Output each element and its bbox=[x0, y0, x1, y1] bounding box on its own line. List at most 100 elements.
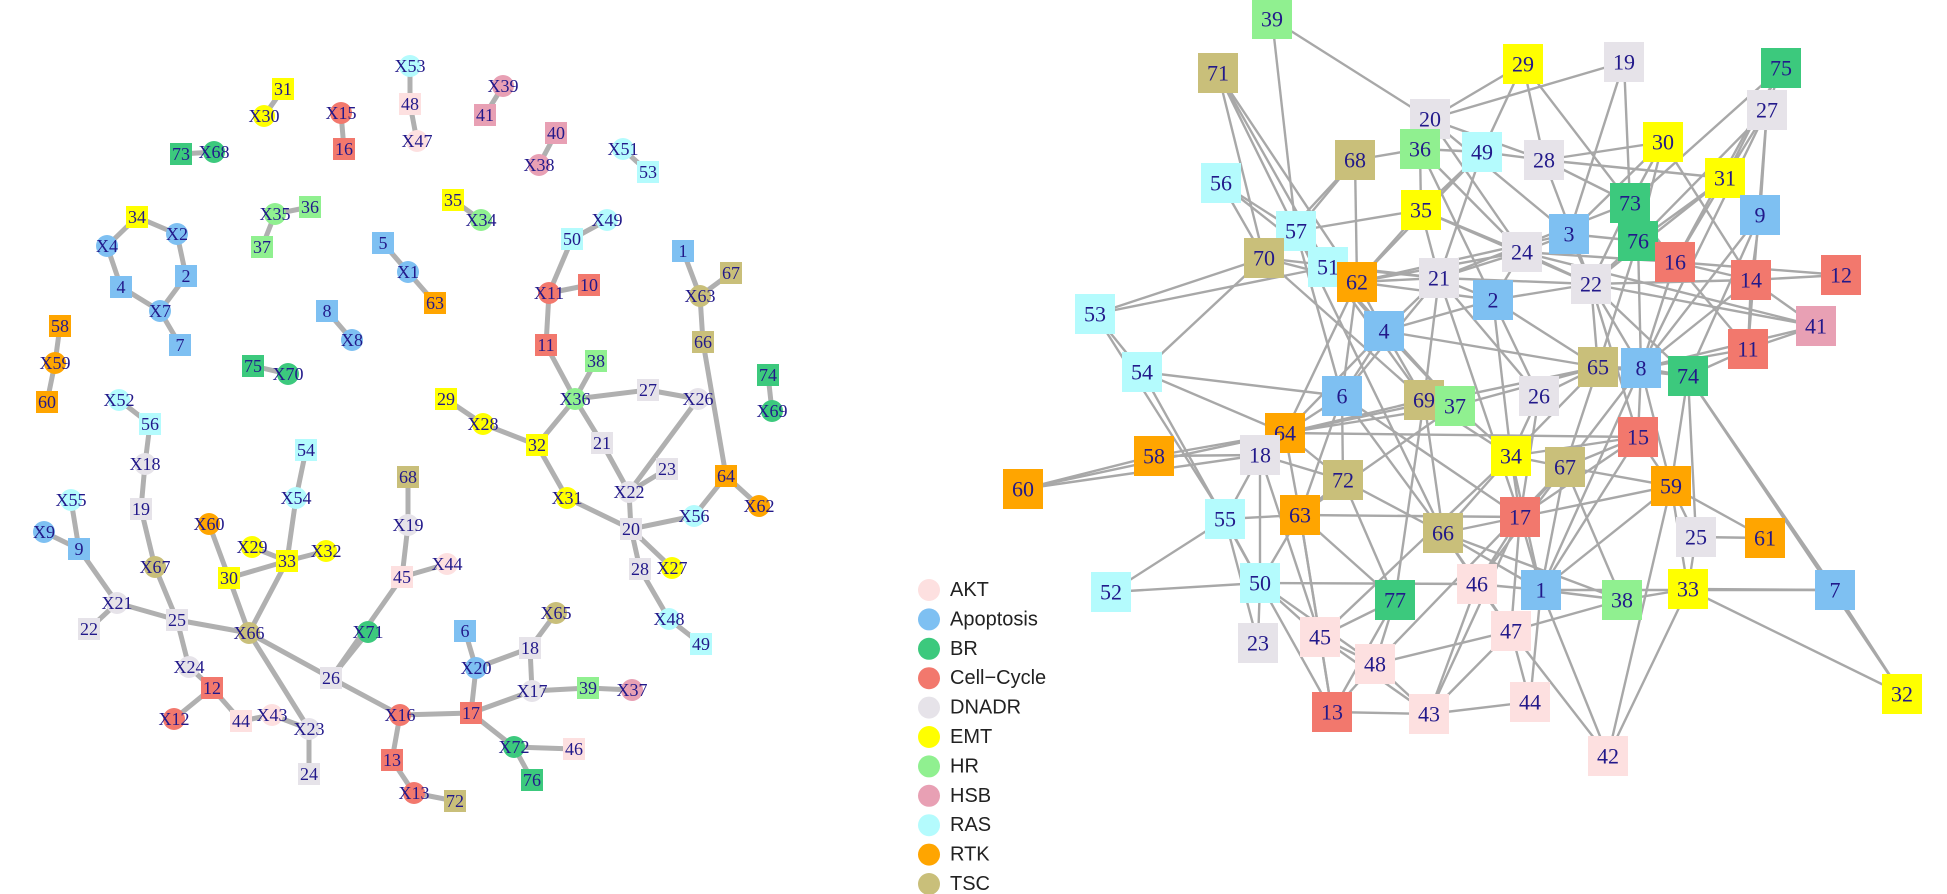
right-edge-21-22 bbox=[1438, 276, 1592, 286]
right-edge-2-34 bbox=[1491, 299, 1513, 457]
right-node-marker bbox=[1457, 564, 1497, 604]
left-node-marker bbox=[444, 790, 466, 812]
right-node-label: 4 bbox=[1379, 319, 1390, 344]
right-node-label: 58 bbox=[1143, 444, 1165, 469]
left-node-marker bbox=[454, 620, 476, 642]
right-node-marker bbox=[1409, 694, 1449, 734]
right-node-label: 55 bbox=[1214, 507, 1236, 532]
right-edge-47-48 bbox=[1374, 629, 1512, 666]
right-node-marker bbox=[1618, 417, 1658, 457]
right-node-17: 17 bbox=[1500, 497, 1540, 537]
left-node-x4: X4 bbox=[96, 235, 118, 257]
left-node-marker bbox=[435, 388, 457, 410]
right-node-marker bbox=[1491, 611, 1531, 651]
left-node-66: 66 bbox=[692, 331, 714, 353]
left-node-33: 33 bbox=[276, 550, 298, 572]
left-node-marker bbox=[130, 498, 152, 520]
right-node-marker bbox=[1821, 255, 1861, 295]
left-node-marker bbox=[521, 769, 543, 791]
right-node-label: 1 bbox=[1536, 578, 1547, 603]
right-node-1: 1 bbox=[1521, 570, 1561, 610]
left-node-18: 18 bbox=[519, 637, 541, 659]
left-node-x34: X34 bbox=[466, 209, 497, 231]
left-node-46: 46 bbox=[563, 738, 585, 760]
left-node-label: 76 bbox=[523, 770, 541, 790]
right-node-label: 37 bbox=[1444, 394, 1466, 419]
left-edge-x66-26 bbox=[246, 630, 334, 681]
left-node-label: 24 bbox=[300, 764, 318, 784]
legend-swatch bbox=[918, 667, 940, 690]
right-node-70: 70 bbox=[1244, 238, 1284, 278]
right-node-label: 59 bbox=[1660, 474, 1682, 499]
right-node-marker bbox=[1122, 352, 1162, 392]
left-node-marker bbox=[341, 329, 363, 351]
right-node-label: 63 bbox=[1289, 503, 1311, 528]
left-node-marker bbox=[78, 618, 100, 640]
right-node-marker bbox=[1462, 132, 1502, 172]
left-node-60: 60 bbox=[36, 391, 58, 413]
left-node-marker bbox=[399, 55, 421, 77]
legend-label: DNADR bbox=[950, 697, 1021, 719]
right-node-marker bbox=[1604, 42, 1644, 82]
left-node-marker bbox=[661, 557, 683, 579]
left-edge-x16-17 bbox=[397, 710, 474, 718]
right-node-label: 20 bbox=[1419, 107, 1441, 132]
left-node-label: X21 bbox=[102, 593, 133, 613]
left-node-74: 74 bbox=[757, 364, 779, 386]
left-node-x43: X43 bbox=[257, 704, 288, 726]
right-edge-59-17 bbox=[1519, 484, 1672, 519]
left-node-marker bbox=[242, 355, 264, 377]
right-node-marker bbox=[1731, 260, 1771, 300]
right-edge-76-8 bbox=[1636, 240, 1643, 369]
left-node-73: 73 bbox=[170, 143, 192, 165]
left-node-x53: X53 bbox=[395, 55, 426, 77]
left-node-label: X63 bbox=[685, 286, 716, 306]
right-node-label: 29 bbox=[1512, 52, 1534, 77]
right-edge-70-54 bbox=[1141, 257, 1265, 373]
left-node-64: 64 bbox=[715, 465, 737, 487]
left-node-label: X39 bbox=[488, 76, 519, 96]
left-node-marker bbox=[492, 75, 514, 97]
left-node-x23: X23 bbox=[294, 718, 325, 740]
left-node-label: 45 bbox=[393, 567, 411, 587]
left-node-32: 32 bbox=[526, 434, 548, 456]
left-node-label: X53 bbox=[395, 56, 426, 76]
left-node-marker bbox=[715, 465, 737, 487]
left-node-x11: X11 bbox=[534, 282, 564, 304]
left-node-x27: X27 bbox=[657, 557, 688, 579]
left-node-marker bbox=[166, 223, 188, 245]
right-node-marker bbox=[1524, 140, 1564, 180]
left-node-marker bbox=[298, 763, 320, 785]
left-node-x62: X62 bbox=[744, 495, 775, 517]
left-node-marker bbox=[36, 391, 58, 413]
right-node-55: 55 bbox=[1205, 499, 1245, 539]
left-node-marker bbox=[276, 550, 298, 572]
right-node-label: 15 bbox=[1627, 425, 1649, 450]
left-node-37: 37 bbox=[251, 236, 273, 258]
left-node-label: 4 bbox=[117, 277, 126, 297]
right-node-48: 48 bbox=[1355, 644, 1395, 684]
left-node-44: 44 bbox=[230, 710, 252, 732]
left-node-58: 58 bbox=[49, 315, 71, 337]
right-node-marker bbox=[1602, 580, 1642, 620]
right-node-label: 17 bbox=[1509, 505, 1531, 530]
left-node-marker bbox=[761, 400, 783, 422]
legend-label: Cell−Cycle bbox=[950, 667, 1046, 689]
left-node-label: X9 bbox=[33, 522, 55, 542]
left-node-label: X37 bbox=[617, 680, 648, 700]
right-edge-57-6 bbox=[1294, 230, 1344, 397]
left-node-53: 53 bbox=[637, 161, 659, 183]
left-node-marker bbox=[169, 334, 191, 356]
left-node-21: 21 bbox=[591, 432, 613, 454]
right-node-72: 72 bbox=[1323, 460, 1363, 500]
right-node-marker bbox=[1519, 376, 1559, 416]
left-node-16: 16 bbox=[333, 138, 355, 160]
right-node-marker bbox=[1728, 329, 1768, 369]
right-edge-54-64 bbox=[1141, 370, 1286, 435]
legend-swatch bbox=[918, 579, 940, 601]
left-node-marker bbox=[389, 704, 411, 726]
right-node-47: 47 bbox=[1491, 611, 1531, 651]
right-node-marker bbox=[1549, 214, 1589, 254]
left-node-63: 63 bbox=[424, 292, 446, 314]
